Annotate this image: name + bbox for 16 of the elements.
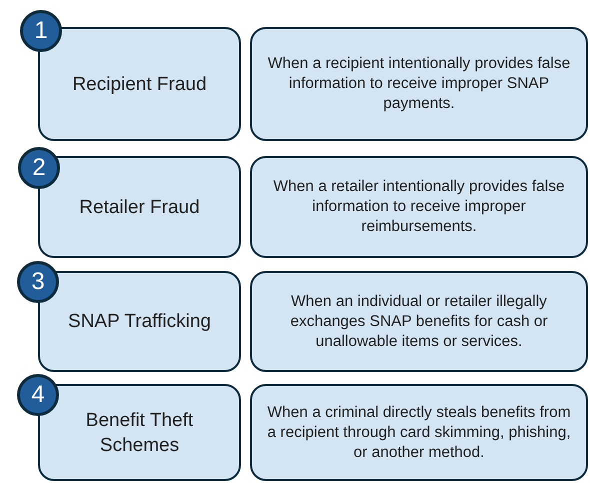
category-title: SNAP Trafficking [67, 310, 212, 334]
description-text: When a retailer intentionally provides false information to receive improper reimbursements. [272, 177, 566, 237]
description-box [250, 271, 588, 372]
description-box [250, 156, 588, 258]
description-text: When a criminal directly steals benefits from a recipient through card skimming, phishing, or another method. [266, 402, 572, 462]
number-badge: 1 [20, 10, 62, 52]
description-text: When a recipient intentionally provides false information to receive improper SNAP payments. [266, 54, 572, 114]
category-title: Benefit Theft Schemes [84, 408, 194, 458]
number-badge: 4 [17, 374, 59, 416]
number-badge: 2 [18, 147, 60, 189]
description-text: When an individual or retailer illegally exchanges SNAP benefits for cash or unallowable items or services. [289, 292, 549, 352]
description-box [250, 384, 588, 481]
category-title: Retailer Fraud [78, 196, 201, 220]
description-box [250, 27, 588, 141]
number-badge: 3 [17, 261, 59, 303]
category-title: Recipient Fraud [71, 72, 208, 96]
